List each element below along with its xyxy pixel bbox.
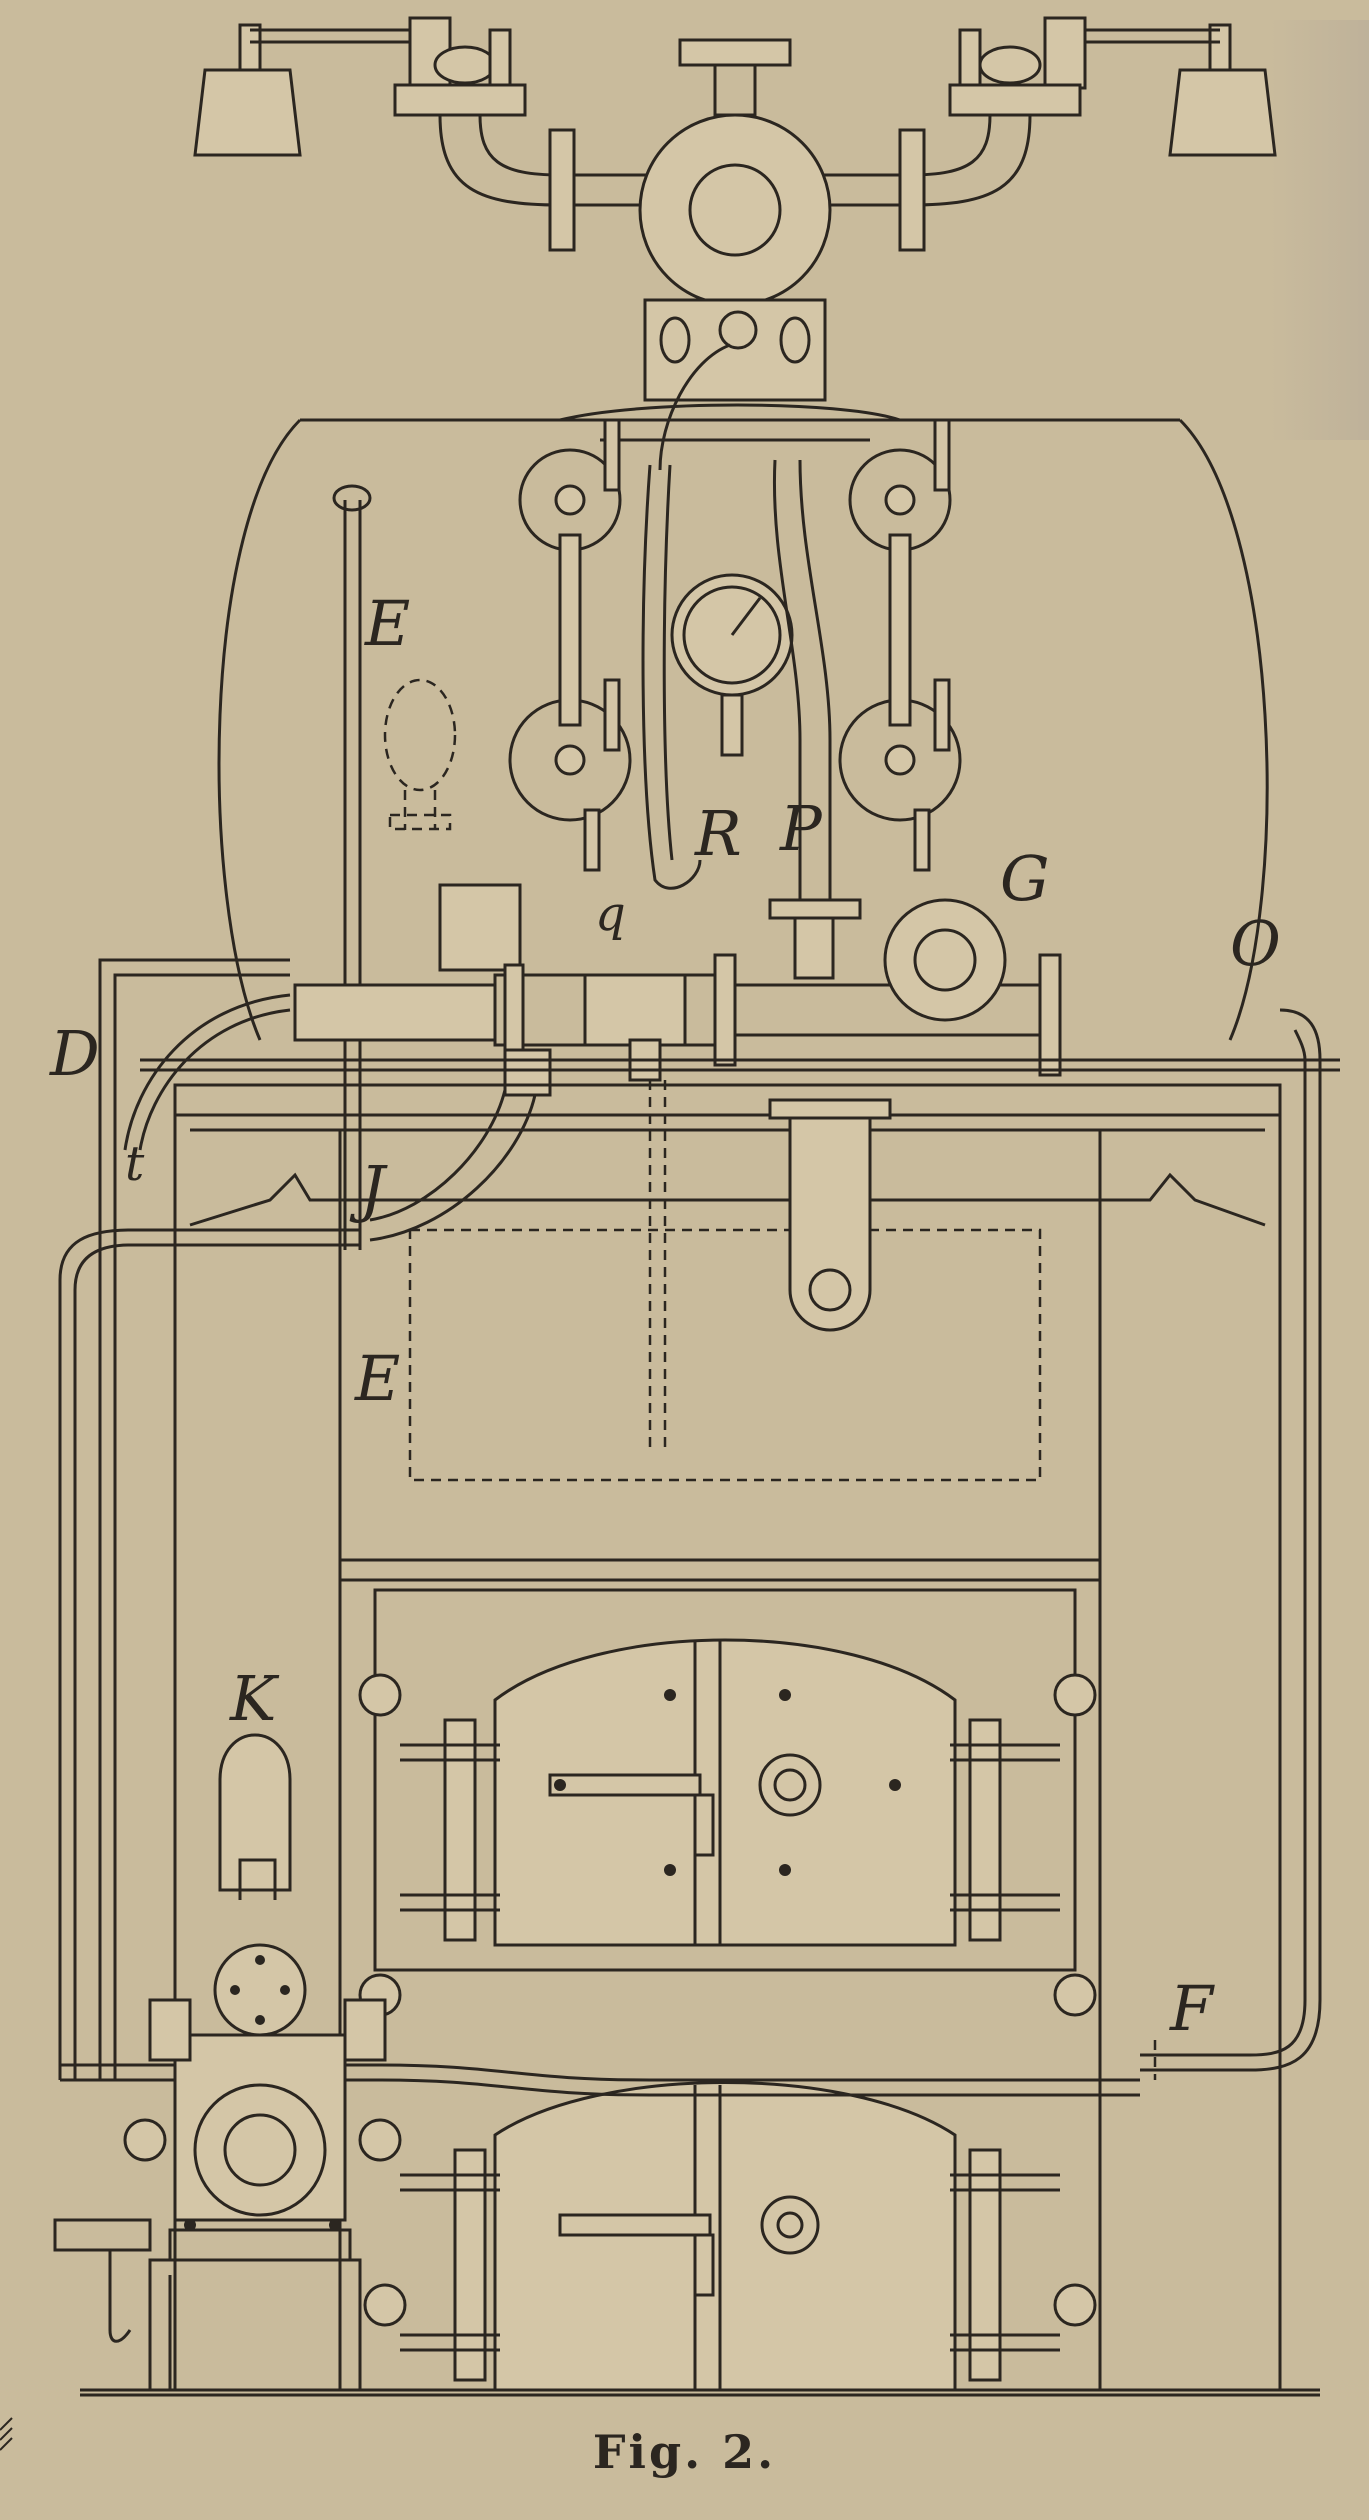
gauge-glass-right [838,418,962,872]
label-q: q [595,886,626,942]
label-O: O [1230,907,1281,980]
label-E-upper: E [364,587,410,660]
label-R: R [694,797,742,870]
boiler-drum [217,403,1269,1041]
feed-pipes [53,958,1322,2343]
label-t: t [125,1136,145,1192]
label-G: G [1000,842,1050,915]
manifold [293,883,1062,1450]
label-E-lower: E [354,1342,400,1415]
figure-caption: Fig. 2. [592,2425,777,2479]
label-J: J [349,1152,388,1225]
safety-valve-left [193,16,527,157]
fusible-plug [383,678,457,831]
label-K: K [229,1662,280,1735]
label-P: P [779,792,823,865]
firing-door-upper [358,1588,1097,2017]
label-D: D [49,1017,100,1090]
gauge-glass-left [508,418,632,872]
ash-pit-door [363,2081,1097,2392]
feed-pump [123,1733,402,2392]
furnace-body [80,1058,1340,2397]
edge-hatch [0,2417,13,2451]
drum-pipes [332,343,862,1250]
safety-valve-right [948,16,1277,157]
label-F: F [1169,1972,1215,2045]
pressure-gauge [641,464,794,890]
show-through-shadow [1270,20,1369,440]
steam-head [438,38,1032,402]
